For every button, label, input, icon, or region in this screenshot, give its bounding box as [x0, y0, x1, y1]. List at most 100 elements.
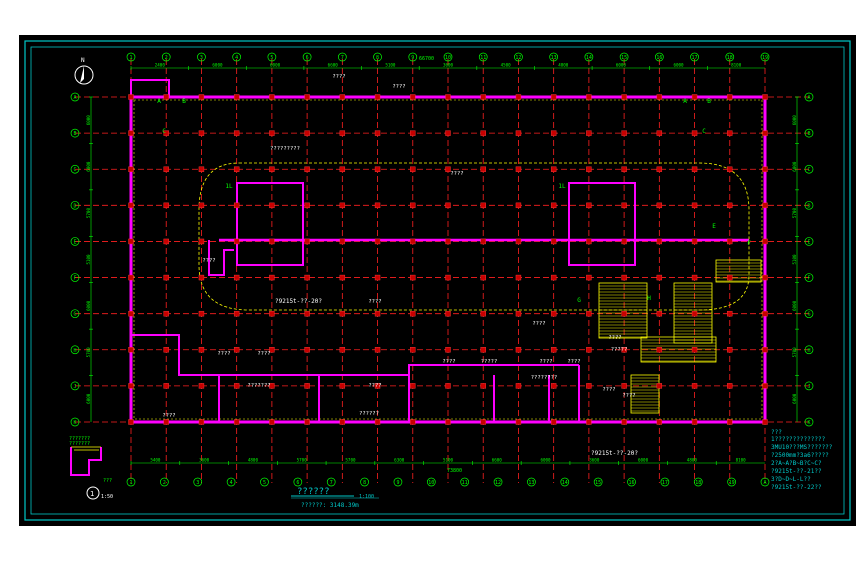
structural-column	[410, 94, 416, 100]
structural-column	[480, 310, 486, 317]
left-ramp	[208, 240, 234, 276]
axis-label-bottom: 15	[595, 480, 601, 486]
structural-column	[233, 130, 240, 136]
structural-column	[339, 166, 346, 172]
right-dimension-value: 6000	[792, 161, 797, 172]
right-dimension-value: 6000	[792, 393, 797, 404]
room-label: ????	[622, 393, 635, 399]
structural-column	[233, 347, 240, 353]
structural-column	[269, 166, 275, 172]
structural-column	[515, 310, 522, 317]
axis-bubble-top	[478, 52, 488, 62]
structural-column	[304, 310, 310, 317]
room-label: ????	[392, 84, 405, 90]
structural-column	[586, 347, 592, 353]
room-label: ????	[332, 74, 345, 80]
structural-column	[374, 310, 381, 317]
stair-marker-label: H	[647, 295, 651, 302]
structural-column	[727, 383, 733, 389]
structural-column	[233, 383, 240, 389]
bottom-dimension-value: 6600	[492, 458, 503, 463]
notes-block: ??? 1?????????????? 3MU10???MS??????? ?2…	[771, 429, 833, 491]
structural-column	[445, 347, 451, 353]
axis-label-bottom: A	[763, 480, 766, 486]
axis-bubble-bottom	[660, 477, 670, 487]
structural-column	[304, 202, 310, 209]
axis-label-bottom: 14	[562, 480, 568, 486]
axis-label-top: 1	[129, 55, 132, 61]
axis-bubble-top	[232, 52, 242, 62]
axis-label-bottom: 3	[196, 480, 199, 486]
structural-column	[727, 130, 733, 136]
axis-bubble-bottom	[627, 477, 636, 487]
structural-column	[691, 202, 698, 209]
interior-wall-lower	[131, 334, 579, 376]
axis-bubble-bottom	[193, 477, 203, 487]
structural-column	[410, 202, 416, 209]
structural-column	[445, 419, 451, 425]
structural-column	[374, 419, 381, 425]
axis-label-top: 5	[270, 55, 273, 61]
structural-column	[515, 202, 522, 209]
bottom-dimension-value: 3600	[589, 458, 600, 463]
structural-column	[586, 94, 592, 100]
structural-column	[762, 202, 768, 209]
axis-label-top: 18	[727, 55, 733, 61]
axis-label-right: C	[807, 167, 810, 173]
axis-label-right: E	[807, 239, 810, 245]
structural-column	[128, 166, 134, 172]
right-dimension-value: 5700	[792, 347, 797, 358]
stair-marker-label: C	[702, 128, 706, 135]
axis-bubble-left	[70, 345, 80, 355]
structural-column	[445, 130, 451, 136]
note-heading: ???	[771, 429, 782, 436]
structural-column	[691, 383, 698, 389]
axis-label-bottom: 10	[428, 480, 434, 486]
structural-column	[656, 419, 663, 425]
detail-drawing	[70, 447, 102, 476]
structural-column	[621, 383, 627, 389]
note-line: 1??????????????	[771, 436, 826, 443]
structural-column	[656, 310, 663, 317]
axis-label-left: C	[73, 167, 76, 173]
structural-column	[762, 94, 768, 100]
axis-label-right: B	[807, 131, 810, 137]
ramp-outline	[198, 162, 750, 311]
stair-hatch-a	[598, 282, 648, 339]
axis-bubble-top	[514, 52, 523, 62]
detail-hatch	[71, 446, 101, 451]
axis-label-bottom: 6	[296, 480, 299, 486]
structural-column	[480, 347, 486, 353]
left-dimension-value: 6000	[86, 115, 91, 126]
axis-bubble-bottom	[226, 477, 236, 487]
structural-column	[762, 419, 768, 425]
structural-column	[233, 274, 240, 281]
structural-column	[410, 383, 416, 389]
note-line: ?9215t-??-22??	[771, 484, 822, 491]
structural-column	[480, 166, 486, 172]
structural-column	[550, 274, 557, 281]
structural-column	[445, 310, 451, 317]
structural-column	[550, 419, 557, 425]
structural-column	[515, 238, 522, 245]
structural-column	[621, 274, 627, 281]
detail-scale: 1:50	[101, 494, 113, 500]
axis-bubble-top	[690, 52, 699, 62]
structural-column	[128, 130, 134, 136]
axis-label-left: A	[73, 95, 76, 101]
structural-column	[586, 383, 592, 389]
room-label: ????	[608, 335, 621, 341]
axis-label-bottom: 7	[330, 480, 333, 486]
structural-column	[691, 347, 698, 353]
structural-column	[550, 166, 557, 172]
axis-label-top: 6	[306, 55, 309, 61]
structural-column	[691, 419, 698, 425]
structural-column	[339, 419, 346, 425]
structural-column	[762, 383, 768, 389]
axis-label-top: 16	[656, 55, 662, 61]
structural-column	[269, 202, 275, 209]
drawing-scale: 1:100	[359, 494, 374, 500]
structural-column	[480, 130, 486, 136]
axis-bubble-top	[619, 52, 629, 62]
